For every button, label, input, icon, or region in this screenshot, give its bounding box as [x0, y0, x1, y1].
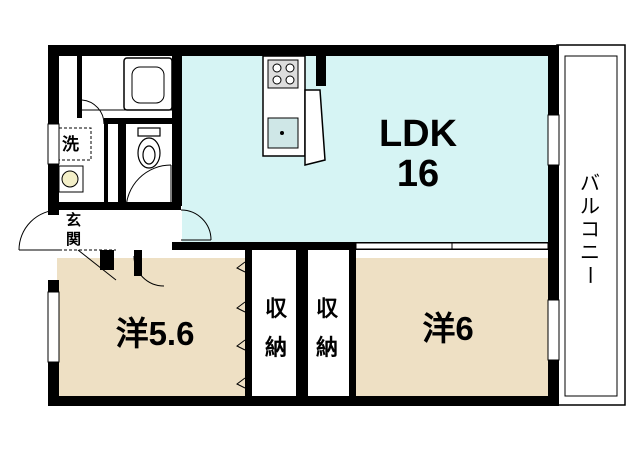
svg-text:ー: ー: [578, 265, 600, 285]
svg-text:コ: コ: [580, 219, 600, 241]
western-left-door-swing: [133, 255, 165, 287]
balcony-inner: [564, 55, 618, 397]
western-room-left: [57, 258, 247, 396]
washroom-label: 洗: [62, 134, 79, 154]
storage-right-label-1: 収: [316, 296, 339, 321]
washbasin-bowl: [61, 170, 79, 188]
storage-left: [252, 258, 296, 396]
door-swings: [18, 99, 212, 251]
stove-icon: [267, 59, 299, 89]
sink-icon: [267, 117, 299, 149]
storage-left-label-2: 納: [265, 335, 287, 360]
washing-machine-area: [58, 127, 92, 161]
entrance-label-2: 関: [66, 231, 81, 248]
svg-text:ニ: ニ: [580, 242, 600, 264]
entrance-label-1: 玄: [66, 211, 81, 229]
western-room-left-label: 洋5.6: [116, 315, 195, 352]
western-room-right: [356, 258, 549, 396]
western-room-right-label: 洋6: [422, 310, 473, 347]
balcony-label: バ ル コ ニ ー: [578, 173, 600, 285]
closet-door-markers: [236, 261, 246, 389]
toilet: [137, 127, 161, 169]
bathtub-basin: [131, 66, 165, 104]
ldk-room: [182, 56, 551, 248]
ldk-room-name: LDK: [379, 113, 458, 155]
storage-left-label-1: 収: [265, 296, 288, 321]
entrance-shoe-rack: [77, 249, 117, 281]
svg-text:バ: バ: [580, 173, 600, 195]
storage-right-label-2: 納: [316, 335, 338, 360]
ldk-room-size: 16: [397, 153, 439, 195]
svg-text:ル: ル: [580, 196, 600, 218]
storage-right: [308, 258, 349, 396]
sliding-door-ldk: [355, 242, 549, 250]
